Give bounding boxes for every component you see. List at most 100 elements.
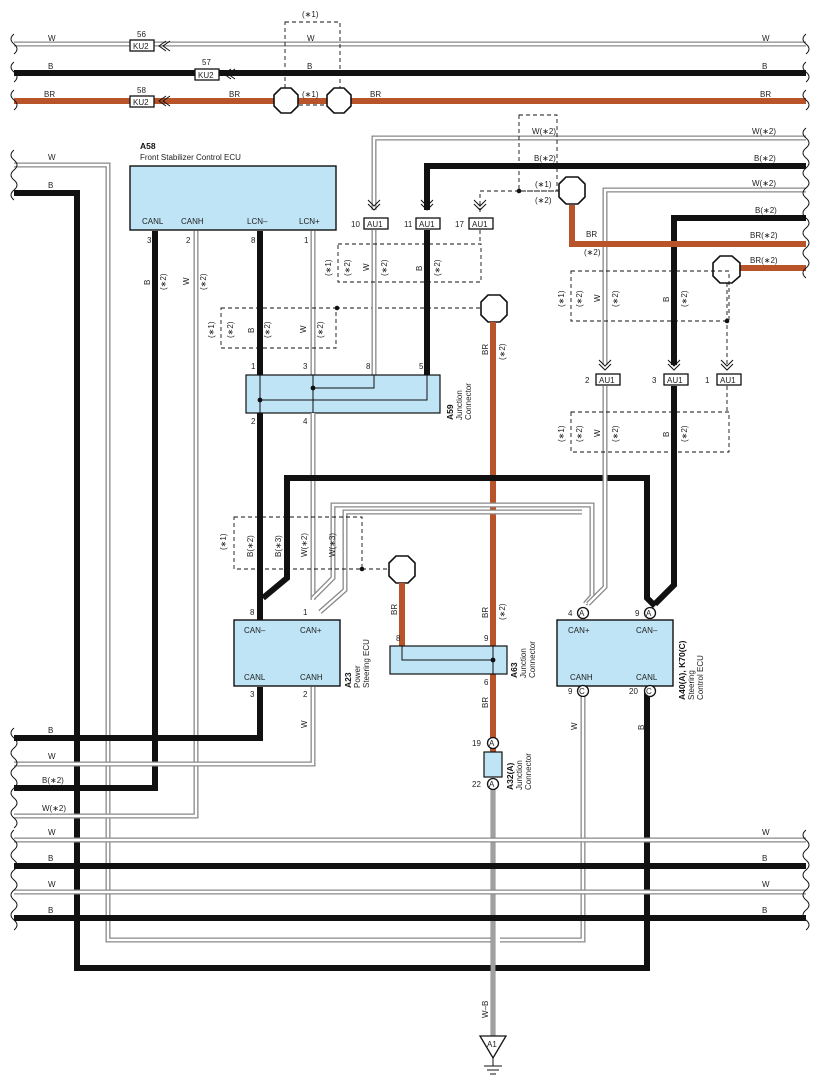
terminal-label: CANH — [570, 673, 593, 682]
wire-label: B(∗2) — [755, 206, 777, 215]
wire-label: BR — [586, 230, 597, 239]
note-label: (∗2) — [380, 259, 389, 276]
terminal-label: CANH — [300, 673, 323, 682]
connector-letter: A — [579, 609, 585, 618]
a59-to-a23: (∗1) B(∗2) B(∗3) W(∗2) W(∗3) BR — [219, 413, 658, 646]
au1-connector: AU1 — [367, 220, 383, 229]
wire-label: B(∗2) — [754, 154, 776, 163]
junction-name: Junction — [455, 390, 464, 420]
pin-number: 56 — [137, 30, 146, 39]
note-label: (∗2) — [680, 290, 689, 307]
wire-label: W — [182, 277, 191, 285]
note-label: (∗2) — [498, 603, 507, 620]
note-label: (∗2) — [263, 321, 272, 338]
junction-code: A32(A) — [505, 762, 515, 790]
pin-number: 1 — [303, 608, 308, 617]
wire-label: B(∗3) — [274, 535, 283, 557]
wire-label: B(∗2) — [42, 776, 64, 785]
wire-label: B(∗2) — [246, 535, 255, 557]
wire-label: W — [48, 880, 56, 889]
wire-label: W(∗2) — [752, 179, 776, 188]
note-label: (∗2) — [680, 425, 689, 442]
upper-right-harness: W(∗2) W(∗2) B(∗2) B(∗2) W(∗2) B(∗2) BR (… — [371, 114, 810, 365]
wire-label: B — [762, 906, 767, 915]
wire-label: W(∗2) — [300, 533, 309, 557]
connector-letter: A — [646, 609, 652, 618]
wire-label: B — [762, 854, 767, 863]
wire-label: BR — [229, 90, 240, 99]
a58-wires: B (∗2) W (∗2) (∗1) (∗2) B (∗2) W (∗2) — [14, 231, 480, 819]
au1-top: AU1 10 AU1 11 AU1 17 — [351, 199, 494, 230]
pin-number: 17 — [455, 220, 464, 229]
pin-number: 3 — [303, 362, 308, 371]
junction-name: Connector — [528, 641, 537, 678]
pin-number: 9 — [568, 687, 573, 696]
note-label: (∗1) — [535, 180, 552, 189]
wire-label: B — [48, 181, 53, 190]
note-label: (∗2) — [226, 321, 235, 338]
wire-label: W(∗2) — [42, 804, 66, 813]
ecu-code: A23 — [343, 672, 353, 688]
terminal-label: LCN– — [247, 217, 268, 226]
terminal-label: CAN+ — [568, 626, 590, 635]
wire-label: BR — [481, 344, 490, 355]
ku2-connector: KU2 — [198, 71, 214, 80]
note-label: (∗2) — [575, 290, 584, 307]
note-label: (∗2) — [498, 343, 507, 360]
connector-letter: C — [646, 687, 652, 696]
wire-label: W — [570, 722, 579, 730]
note-label: (∗1) — [324, 259, 333, 276]
ecu-name: Power — [353, 665, 362, 688]
pin-number: 2 — [186, 236, 191, 245]
junction-name: Junction — [515, 760, 524, 790]
pin-number: 8 — [251, 236, 256, 245]
junction-name: Connector — [524, 753, 533, 790]
au1-connector: AU1 — [472, 220, 488, 229]
wire-label: W(∗2) — [752, 127, 776, 136]
ecu-name: Front Stabilizer Control ECU — [140, 153, 241, 162]
note-label: (∗2) — [343, 259, 352, 276]
au1-connector: AU1 — [720, 376, 736, 385]
pin-number: 8 — [366, 362, 371, 371]
a23-ecu: CAN– CAN+ CANL CANH 8 1 3 2 A23 Power St… — [233, 608, 371, 699]
pin-number: 2 — [585, 376, 590, 385]
a58-ecu: A58 Front Stabilizer Control ECU CANL CA… — [129, 141, 337, 245]
pin-number: 8 — [396, 634, 401, 643]
wire-label: B — [143, 280, 152, 285]
wire-label: B — [637, 725, 646, 730]
br-vertical: BR (∗2) BR (∗2) — [480, 294, 508, 776]
pin-number: 5 — [419, 362, 424, 371]
note-label: (∗2) — [316, 321, 325, 338]
wire-label: B(∗2) — [534, 154, 556, 163]
pin-number: 9 — [635, 609, 640, 618]
pin-number: 22 — [472, 780, 481, 789]
wire-label: BR — [760, 90, 771, 99]
wire-label: B — [48, 62, 53, 71]
junction-code: A59 — [445, 404, 455, 420]
wire-label: W — [299, 325, 308, 333]
note-label: (∗1) — [302, 10, 319, 19]
wire-label: W — [762, 828, 770, 837]
pin-number: 2 — [251, 417, 256, 426]
pin-number: 2 — [303, 690, 308, 699]
wire-label: BR — [370, 90, 381, 99]
a32-junction: A A 19 22 A32(A) Junction Connector W–B … — [472, 736, 533, 1075]
terminal-label: CAN+ — [300, 626, 322, 635]
ecu-name: Control ECU — [696, 655, 705, 700]
note-label: (∗2) — [611, 290, 620, 307]
pin-number: 11 — [404, 220, 413, 229]
ku2-connector: KU2 — [133, 98, 149, 107]
wire-label: B — [415, 266, 424, 271]
junction-name: Connector — [464, 383, 473, 420]
wire-label: BR(∗2) — [750, 256, 778, 265]
wire-label: W — [48, 153, 56, 162]
terminal-label: CANL — [636, 673, 658, 682]
au1-mid: (∗1) (∗2) W (∗2) B (∗2) AU1 2 AU1 3 AU1 … — [557, 270, 742, 607]
wire-label: W — [300, 720, 309, 728]
a63-junction: 8 9 6 A63 Junction Connector BR — [389, 634, 537, 708]
terminal-label: CANL — [142, 217, 164, 226]
pin-number: 10 — [351, 220, 360, 229]
wire-label: BR — [481, 697, 490, 708]
wire-label: BR — [44, 90, 55, 99]
